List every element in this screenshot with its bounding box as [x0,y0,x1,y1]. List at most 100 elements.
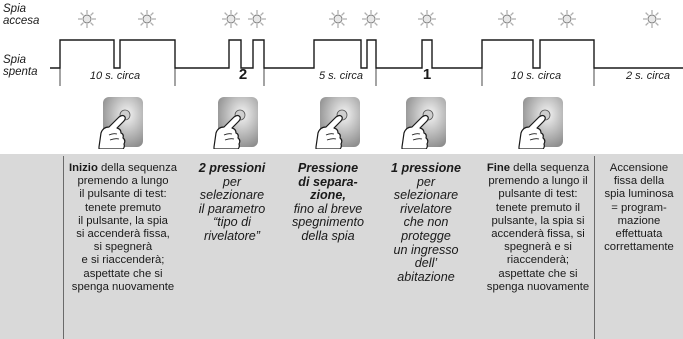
step-text-line: un ingresso [376,242,476,258]
step-text-segment: rivelatore” [204,228,260,243]
step-text-line: si accenderà fissa, [60,228,186,241]
step-text-segment: riaccenderà; [506,254,570,267]
step-text-line: premendo a lungo [60,175,186,188]
count-label-1: 1 [422,66,432,83]
duration-label-10s-2: 10 s. circa [510,70,562,82]
step-text-line: fissa della [596,175,682,188]
step-text-segment: Inizio [68,162,98,174]
step-text-segment: della spia [301,228,355,243]
step-text-segment: selezionare [199,188,265,203]
step-text-line: spegnerà e si [480,241,596,254]
step-text-segment: di separa- [298,174,358,189]
label-spia-accesa-line2: accesa [3,15,40,27]
step-text-line: 2 pressioni [186,161,278,176]
hand-pressing-button-icon [213,97,258,149]
step-text-line: fino al breve [282,201,374,217]
step-text-line: = program- [596,202,682,215]
time-markers [59,68,595,86]
step-text-line: riaccenderà; [480,254,596,267]
lamp-indicators [78,10,661,28]
hand-pressing-button-icon [98,97,143,149]
hand-pressing-button-icon [401,97,446,149]
step-text-segment: “tipo di [213,215,251,230]
step-text-segment: Fine [486,162,511,174]
column-divider [63,156,64,339]
step-text-segment: fissa della [613,175,665,188]
lamp-on-icon [329,10,347,28]
step-text-segment: premendo a lungo [77,175,169,188]
lamp-on-icon [418,10,436,28]
step-text-line: Pressione [282,161,374,176]
step-text-line: aspettate che si [60,268,186,281]
step-text-segment: un ingresso [393,242,459,257]
step-text-segment: zione, [310,188,346,203]
step-text-segment: 2 pressioni [198,161,266,175]
step-text-segment: Accensione [609,162,669,174]
step-text-line: rivelatore [376,201,476,217]
step-text-segment: il parametro [198,201,266,216]
step-text-line: tenete premuto [60,202,186,215]
step-text-line: aspettate che si [480,268,596,281]
step-text-line: selezionare [376,188,476,203]
duration-label-10s: 10 s. circa [89,70,141,82]
step-text-line: Accensione [596,162,682,175]
step-text-segment: spia luminosa [604,188,674,201]
step-text-line: zione, [282,188,374,203]
step-text-segment: aspettate che si [83,267,163,280]
step-text-segment: e si riaccenderà; [81,254,165,267]
hand-pressing-button-icon [518,97,563,149]
step-text-line: di separa- [282,174,374,190]
hand-pressing-button-icon [315,97,360,149]
step-text-line: spenga nuovamente [60,281,186,294]
step-text-line: protegge [376,228,476,244]
lamp-on-icon [78,10,96,28]
step-text-segment: selezionare [393,188,459,203]
duration-label-2s: 2 s. circa [625,70,671,82]
step-text-segment: 1 pressione [391,161,461,175]
lamp-on-icon [222,10,240,28]
step-text-segment: per [222,174,242,189]
step-text-line: correttamente [596,241,682,254]
step-text-segment: che non [403,215,449,230]
step-text-line: rivelatore” [186,228,278,244]
step-text-segment: della sequenza [97,162,177,174]
step-text-segment: spenga nuovamente [71,280,175,293]
signal-trace [50,39,683,69]
step-text-line: effettuata [596,228,682,241]
step-text-segment: per [416,174,436,189]
label-spia-accesa: Spia accesa [3,3,39,27]
step-text-segment: della sequenza [510,162,590,174]
step-text-line: che non [376,216,476,230]
step-text-segment: aspettate che si [498,267,578,280]
step-text-line: mazione [596,215,682,228]
step-text-line: il parametro [186,201,278,217]
step-text-segment: mazione [617,214,661,227]
step-text-segment: effettuata [615,228,663,241]
step-text-segment: tenete premuto il [495,201,581,214]
timing-diagram: Spia accesa Spia spenta 10 s. circa 2 5 … [0,0,683,150]
step-text-line: spenga nuovamente [480,281,596,294]
count-label-2: 2 [238,66,248,83]
step-text-segment: dell’ [414,256,438,271]
step-text-line: tenete premuto il [480,202,596,215]
step-text-segment: pulsante, la spia si [491,214,585,227]
step-text-line: della spia [282,228,374,244]
step-text-line: Inizio della sequenza [60,162,186,175]
lamp-on-icon [558,10,576,28]
step-text-segment: si spegnerà [93,241,153,254]
step-text-line: per [376,174,476,190]
step-text-segment: = program- [611,201,667,214]
step-text-line: spia luminosa [596,188,682,201]
step-text-line: abitazione [376,270,476,285]
step-text-line: dell’ [376,256,476,271]
step-text-segment: fino al breve [293,201,363,216]
label-spia-spenta: Spia spenta [3,54,38,78]
step-text-segment: rivelatore [400,201,452,216]
step-text-segment: protegge [401,228,451,243]
step-text-segment: accenderà fissa, si [491,228,585,241]
